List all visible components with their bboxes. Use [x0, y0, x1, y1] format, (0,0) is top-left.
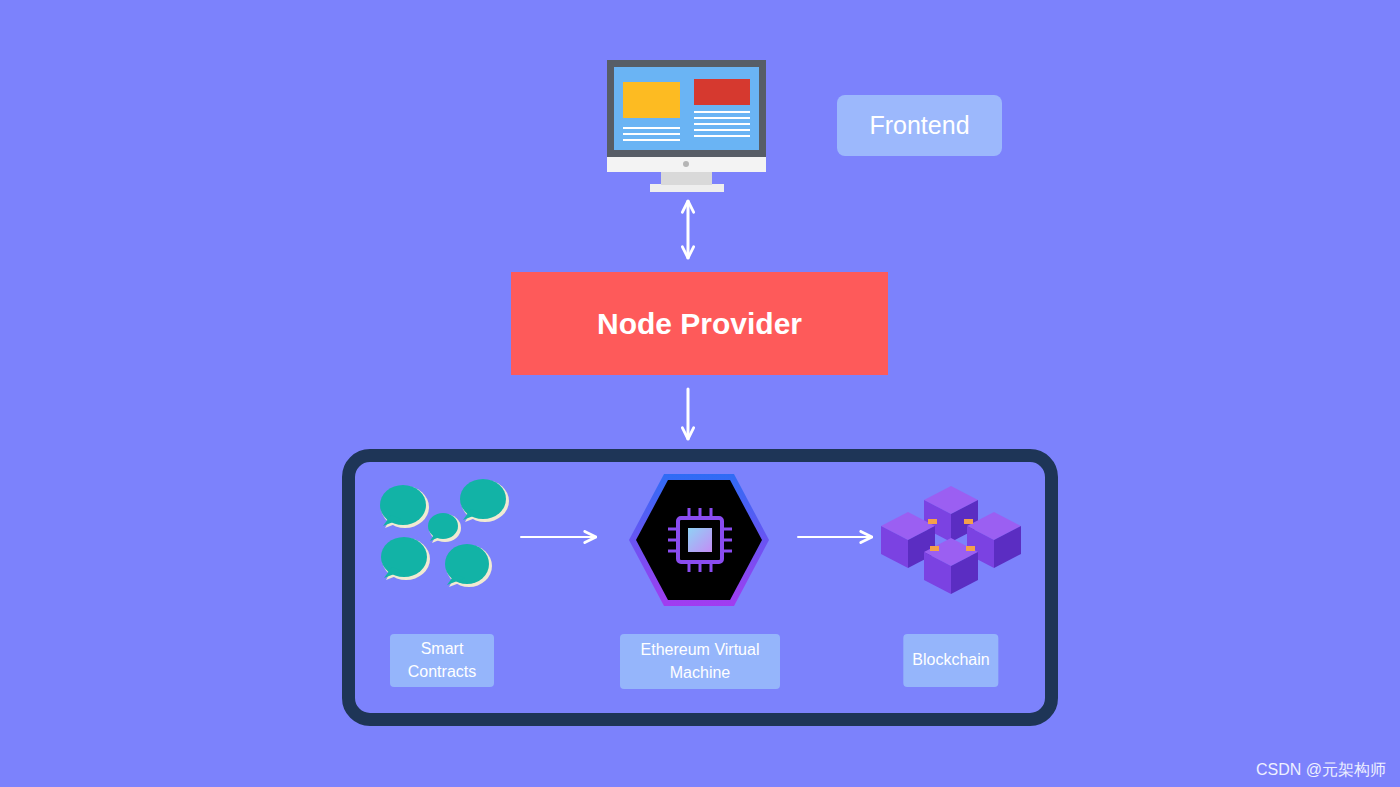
watermark: CSDN @元架构师	[1256, 760, 1386, 781]
label-box: Frontend	[837, 95, 1002, 156]
node-text: Node Provider	[597, 307, 802, 341]
blockchain-icon	[881, 486, 1021, 594]
monitor-icon	[607, 60, 766, 192]
connector-arrow	[798, 536, 872, 538]
label-layer: CSDN @元架构师	[1256, 760, 1386, 781]
node-text: Blockchain	[912, 649, 989, 671]
evm-chip-icon	[629, 474, 769, 606]
label-box: Blockchain	[903, 634, 998, 687]
container-box: Smart Contracts Ethereum Virtual Machine B…	[342, 449, 1058, 726]
blockchain-group: Blockchain	[875, 478, 1027, 693]
frontend-group: Frontend	[600, 55, 1010, 195]
node-text: Smart Contracts	[400, 638, 484, 683]
label-box: Smart Contracts	[390, 634, 494, 687]
smart-contracts-group: Smart Contracts	[372, 475, 512, 693]
process-box: Node Provider	[511, 272, 888, 375]
connector-arrow	[521, 536, 596, 538]
evm-group: Ethereum Virtual Machine	[615, 468, 785, 693]
label-box: Ethereum Virtual Machine	[620, 634, 780, 689]
node-text: Frontend	[869, 108, 969, 143]
connector-arrow	[687, 389, 690, 439]
smart-contract-icon	[380, 479, 509, 587]
node-text: Ethereum Virtual Machine	[632, 639, 768, 684]
connector-arrow	[687, 201, 690, 258]
